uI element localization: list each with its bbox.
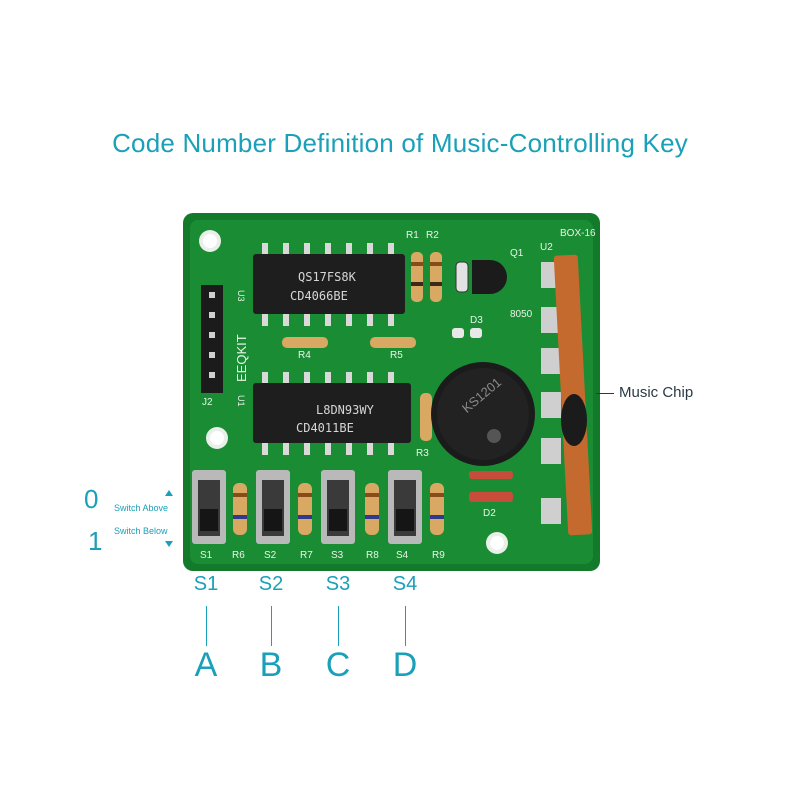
svg-text:R5: R5 [390, 350, 403, 361]
svg-text:CD4011BE: CD4011BE [296, 421, 354, 435]
key-label-a: A [194, 646, 218, 684]
svg-text:R3: R3 [416, 448, 429, 459]
svg-text:D2: D2 [483, 508, 496, 519]
svg-text:L8DN93WY: L8DN93WY [316, 403, 375, 417]
switch-label-s2: S2 [258, 573, 284, 595]
switch-label-s4: S4 [392, 573, 418, 595]
svg-text:S2: S2 [264, 550, 277, 561]
state-0-number: 0 [84, 484, 99, 514]
ic-cd4066: QS17FS8K CD4066BE [253, 243, 405, 326]
svg-text:Q1: Q1 [510, 248, 524, 259]
state-1-number: 1 [88, 526, 103, 556]
resistor-r3 [420, 393, 432, 441]
slide-switch-s2 [256, 470, 290, 544]
slide-switch-s4 [388, 470, 422, 544]
resistor-r5 [370, 337, 416, 348]
brand-silk: EEQKIT [234, 334, 249, 382]
svg-text:R4: R4 [298, 350, 311, 361]
svg-text:U3: U3 [236, 290, 246, 302]
state-0-text: Switch Above [114, 503, 169, 513]
silk-j2: J2 [202, 397, 213, 408]
key-label-b: B [259, 646, 283, 684]
resistors-r6-r9 [233, 483, 444, 535]
connector-line-s2 [271, 606, 272, 646]
switch-label-s3: S3 [325, 573, 351, 595]
svg-text:S3: S3 [331, 550, 344, 561]
resistor-r4 [282, 337, 328, 348]
pin-header-j2 [201, 285, 223, 393]
svg-text:R2: R2 [426, 230, 439, 241]
svg-text:CD4066BE: CD4066BE [290, 289, 348, 303]
svg-text:BOX-16: BOX-16 [560, 228, 596, 239]
svg-text:R9: R9 [432, 550, 445, 561]
svg-text:QS17FS8K: QS17FS8K [298, 270, 357, 284]
slide-switch-s1 [192, 470, 226, 544]
connector-line-s3 [338, 606, 339, 646]
svg-text:R7: R7 [300, 550, 313, 561]
ic-cd4011: L8DN93WY CD4011BE [253, 372, 411, 455]
svg-text:R8: R8 [366, 550, 379, 561]
page-title: Code Number Definition of Music-Controll… [112, 128, 688, 158]
key-label-c: C [325, 646, 351, 684]
connector-line-s1 [206, 606, 207, 646]
svg-text:S1: S1 [200, 550, 213, 561]
svg-text:S4: S4 [396, 550, 409, 561]
svg-text:R6: R6 [232, 550, 245, 561]
arrow-down-icon [165, 541, 173, 547]
music-chip-callout-line [596, 393, 614, 394]
slide-switch-s3 [321, 470, 355, 544]
arrow-up-icon [165, 490, 173, 496]
connector-line-s4 [405, 606, 406, 646]
svg-text:U1: U1 [236, 395, 246, 407]
svg-text:D3: D3 [470, 315, 483, 326]
state-1-text: Switch Below [114, 526, 168, 536]
svg-text:8050: 8050 [510, 309, 533, 320]
transistor-q1 [490, 260, 508, 294]
key-label-d: D [392, 646, 418, 684]
svg-text:U2: U2 [540, 242, 553, 253]
music-chip-label: Music Chip [619, 384, 694, 401]
svg-text:R1: R1 [406, 230, 419, 241]
resistor-r1-r2 [411, 252, 442, 302]
switch-label-s1: S1 [193, 573, 219, 595]
